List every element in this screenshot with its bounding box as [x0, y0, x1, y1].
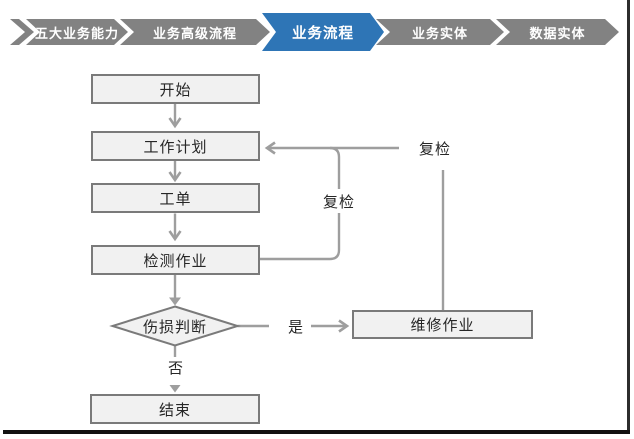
- step-nav: 五大业务能力 业务高级流程 业务流程 业务实体 数据实体: [10, 13, 624, 51]
- node-inspection-job: 检测作业: [91, 245, 260, 275]
- edge-label-recheck-outer: 复检: [410, 136, 460, 160]
- step-business-process-active[interactable]: 业务流程: [262, 13, 384, 51]
- decision-diamond-shape: [109, 305, 241, 347]
- edge-label-no: 否: [167, 359, 184, 377]
- step-data-entity[interactable]: 数据实体: [496, 19, 619, 45]
- edge-label-yes: 是: [287, 318, 304, 336]
- step-five-capabilities[interactable]: 五大业务能力: [26, 19, 128, 45]
- step-business-entity[interactable]: 业务实体: [376, 19, 504, 45]
- step-high-level-process[interactable]: 业务高级流程: [120, 19, 270, 45]
- edge-label-recheck-inner: 复检: [316, 189, 362, 213]
- node-end: 结束: [90, 394, 260, 424]
- node-work-plan: 工作计划: [91, 131, 260, 161]
- node-repair-job: 维修作业: [352, 310, 533, 339]
- node-start: 开始: [91, 74, 260, 104]
- window-right-border: [627, 0, 630, 433]
- arrowhead-into-end: [169, 385, 181, 393]
- arrowhead-into-decision: [169, 297, 181, 306]
- decision-diamond-label: 伤损判断: [142, 318, 207, 336]
- window-bottom-border: [3, 430, 630, 434]
- node-work-order: 工单: [91, 183, 260, 213]
